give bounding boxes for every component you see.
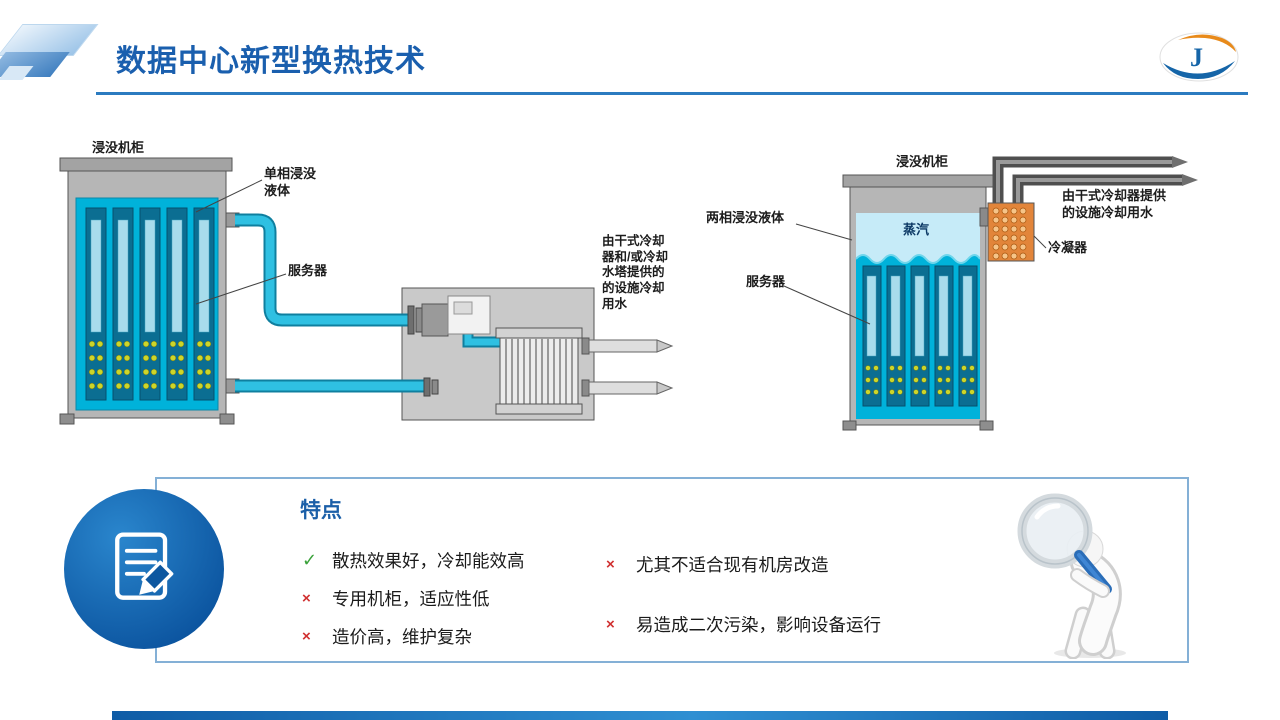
label-lines xyxy=(195,179,287,305)
facility-water-label-2: 由干式冷却器提供 的设施冷却用水 xyxy=(1062,188,1167,220)
liquid-label: 单相浸没 液体 xyxy=(264,166,317,198)
cross-icon: × xyxy=(606,555,615,573)
feature-text: 尤其不适合现有机房改造 xyxy=(636,554,829,575)
cross-icon: × xyxy=(302,627,311,645)
cross-icon: × xyxy=(606,615,615,633)
list-item: × 造价高，维护复杂 xyxy=(302,624,525,648)
feature-text: 专用机柜，适应性低 xyxy=(332,588,490,609)
vapor-return-pipes xyxy=(992,156,1198,210)
condenser xyxy=(979,202,1035,262)
feature-text: 散热效果好，冷却能效高 xyxy=(332,550,525,571)
single-phase-diagram: 浸没机柜 单相浸没 液体 服务器 由干式冷却 器和/或冷却 水塔提供的 的设施冷… xyxy=(30,128,690,463)
magnifier-figure-graphic xyxy=(1017,493,1126,660)
features-column-right: × 尤其不适合现有机房改造 × 易造成二次污染，影响设备运行 xyxy=(606,552,881,636)
list-item: × 尤其不适合现有机房改造 xyxy=(606,552,881,576)
header-divider xyxy=(96,92,1248,95)
single-phase-schematic xyxy=(59,157,674,425)
features-box xyxy=(155,477,1189,663)
servers xyxy=(85,207,215,401)
list-item: ✓ 散热效果好，冷却能效高 xyxy=(302,548,525,572)
server-label: 服务器 xyxy=(288,263,328,278)
label-lines-2 xyxy=(783,223,1047,325)
logo-graphic: J xyxy=(1159,32,1239,82)
bottom-bar xyxy=(112,711,1168,720)
cabinet-label: 浸没机柜 xyxy=(92,140,145,155)
facility-water-label: 由干式冷却 器和/或冷却 水塔提供的 的设施冷却 用水 xyxy=(602,234,668,311)
liquid-label-2: 两相浸没液体 xyxy=(706,210,785,225)
pump-assembly xyxy=(407,295,491,397)
features-title: 特点 xyxy=(300,499,342,522)
coolant-pipes xyxy=(235,213,500,393)
condenser-label: 冷凝器 xyxy=(1048,240,1088,255)
servers-2 xyxy=(862,265,978,407)
page-title: 数据中心新型换热技术 xyxy=(116,45,426,78)
feature-text: 造价高，维护复杂 xyxy=(332,626,472,647)
vapor-label: 蒸汽 xyxy=(903,222,930,237)
feature-text: 易造成二次污染，影响设备运行 xyxy=(636,614,881,635)
two-phase-schematic xyxy=(783,156,1198,431)
company-logo: J xyxy=(1158,31,1240,83)
features-column-left: ✓ 散热效果好，冷却能效高 × 专用机柜，适应性低 × 造价高，维护复杂 xyxy=(302,548,525,648)
magnifier-figure xyxy=(1005,487,1155,660)
cabinet-label-2: 浸没机柜 xyxy=(896,154,949,169)
document-pencil-icon xyxy=(115,532,174,600)
cross-icon: × xyxy=(302,589,311,607)
server-label-2: 服务器 xyxy=(746,274,786,289)
facility-water-tubes xyxy=(581,337,674,397)
two-phase-diagram: 浸没机柜 由干式冷却器提供 的设施冷却用水 蒸汽 两相浸没液体 服务器 冷凝器 xyxy=(700,128,1270,463)
list-item: × 易造成二次污染，影响设备运行 xyxy=(606,612,881,636)
list-item: × 专用机柜，适应性低 xyxy=(302,586,525,610)
heat-exchanger-coil xyxy=(495,327,583,415)
svg-text:J: J xyxy=(1190,43,1203,72)
check-icon: ✓ xyxy=(302,549,318,570)
features-badge xyxy=(64,489,224,649)
